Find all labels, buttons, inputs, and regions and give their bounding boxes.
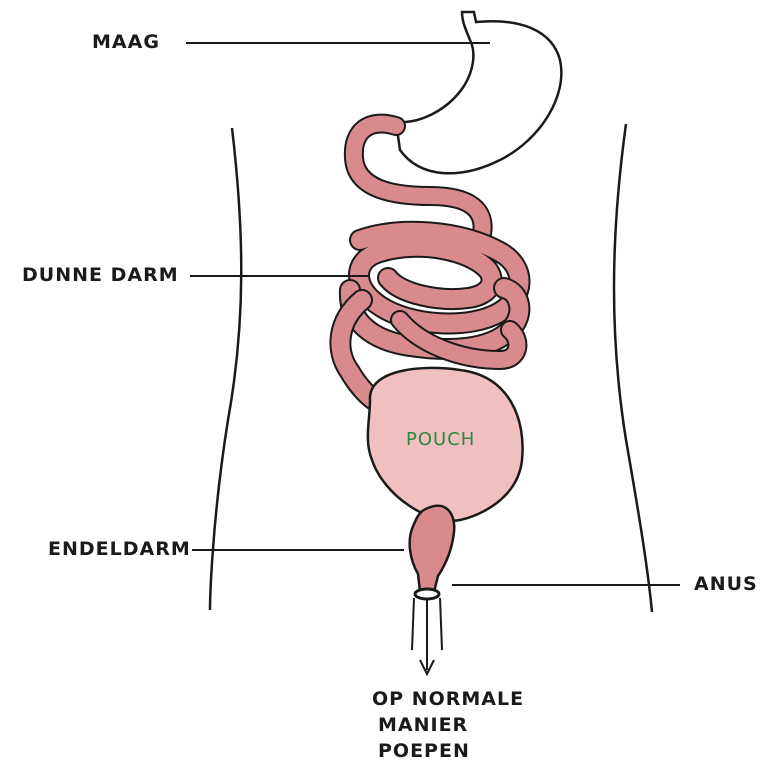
body-outline-right (614, 124, 652, 612)
label-pouch: POUCH (406, 429, 475, 450)
label-maag: MAAG (92, 31, 160, 53)
rectum (410, 506, 455, 592)
caption-line-1: OP NORMALE (372, 688, 524, 710)
caption-line-3: POEPEN (378, 740, 470, 762)
caption-line-2: MANIER (378, 714, 468, 736)
label-dunne-darm: DUNNE DARM (22, 264, 179, 286)
label-endeldarm: ENDELDARM (48, 538, 191, 560)
body-outline-left (210, 128, 241, 610)
anus-opening (415, 589, 439, 599)
label-anus: ANUS (694, 573, 758, 595)
stomach (396, 12, 561, 173)
